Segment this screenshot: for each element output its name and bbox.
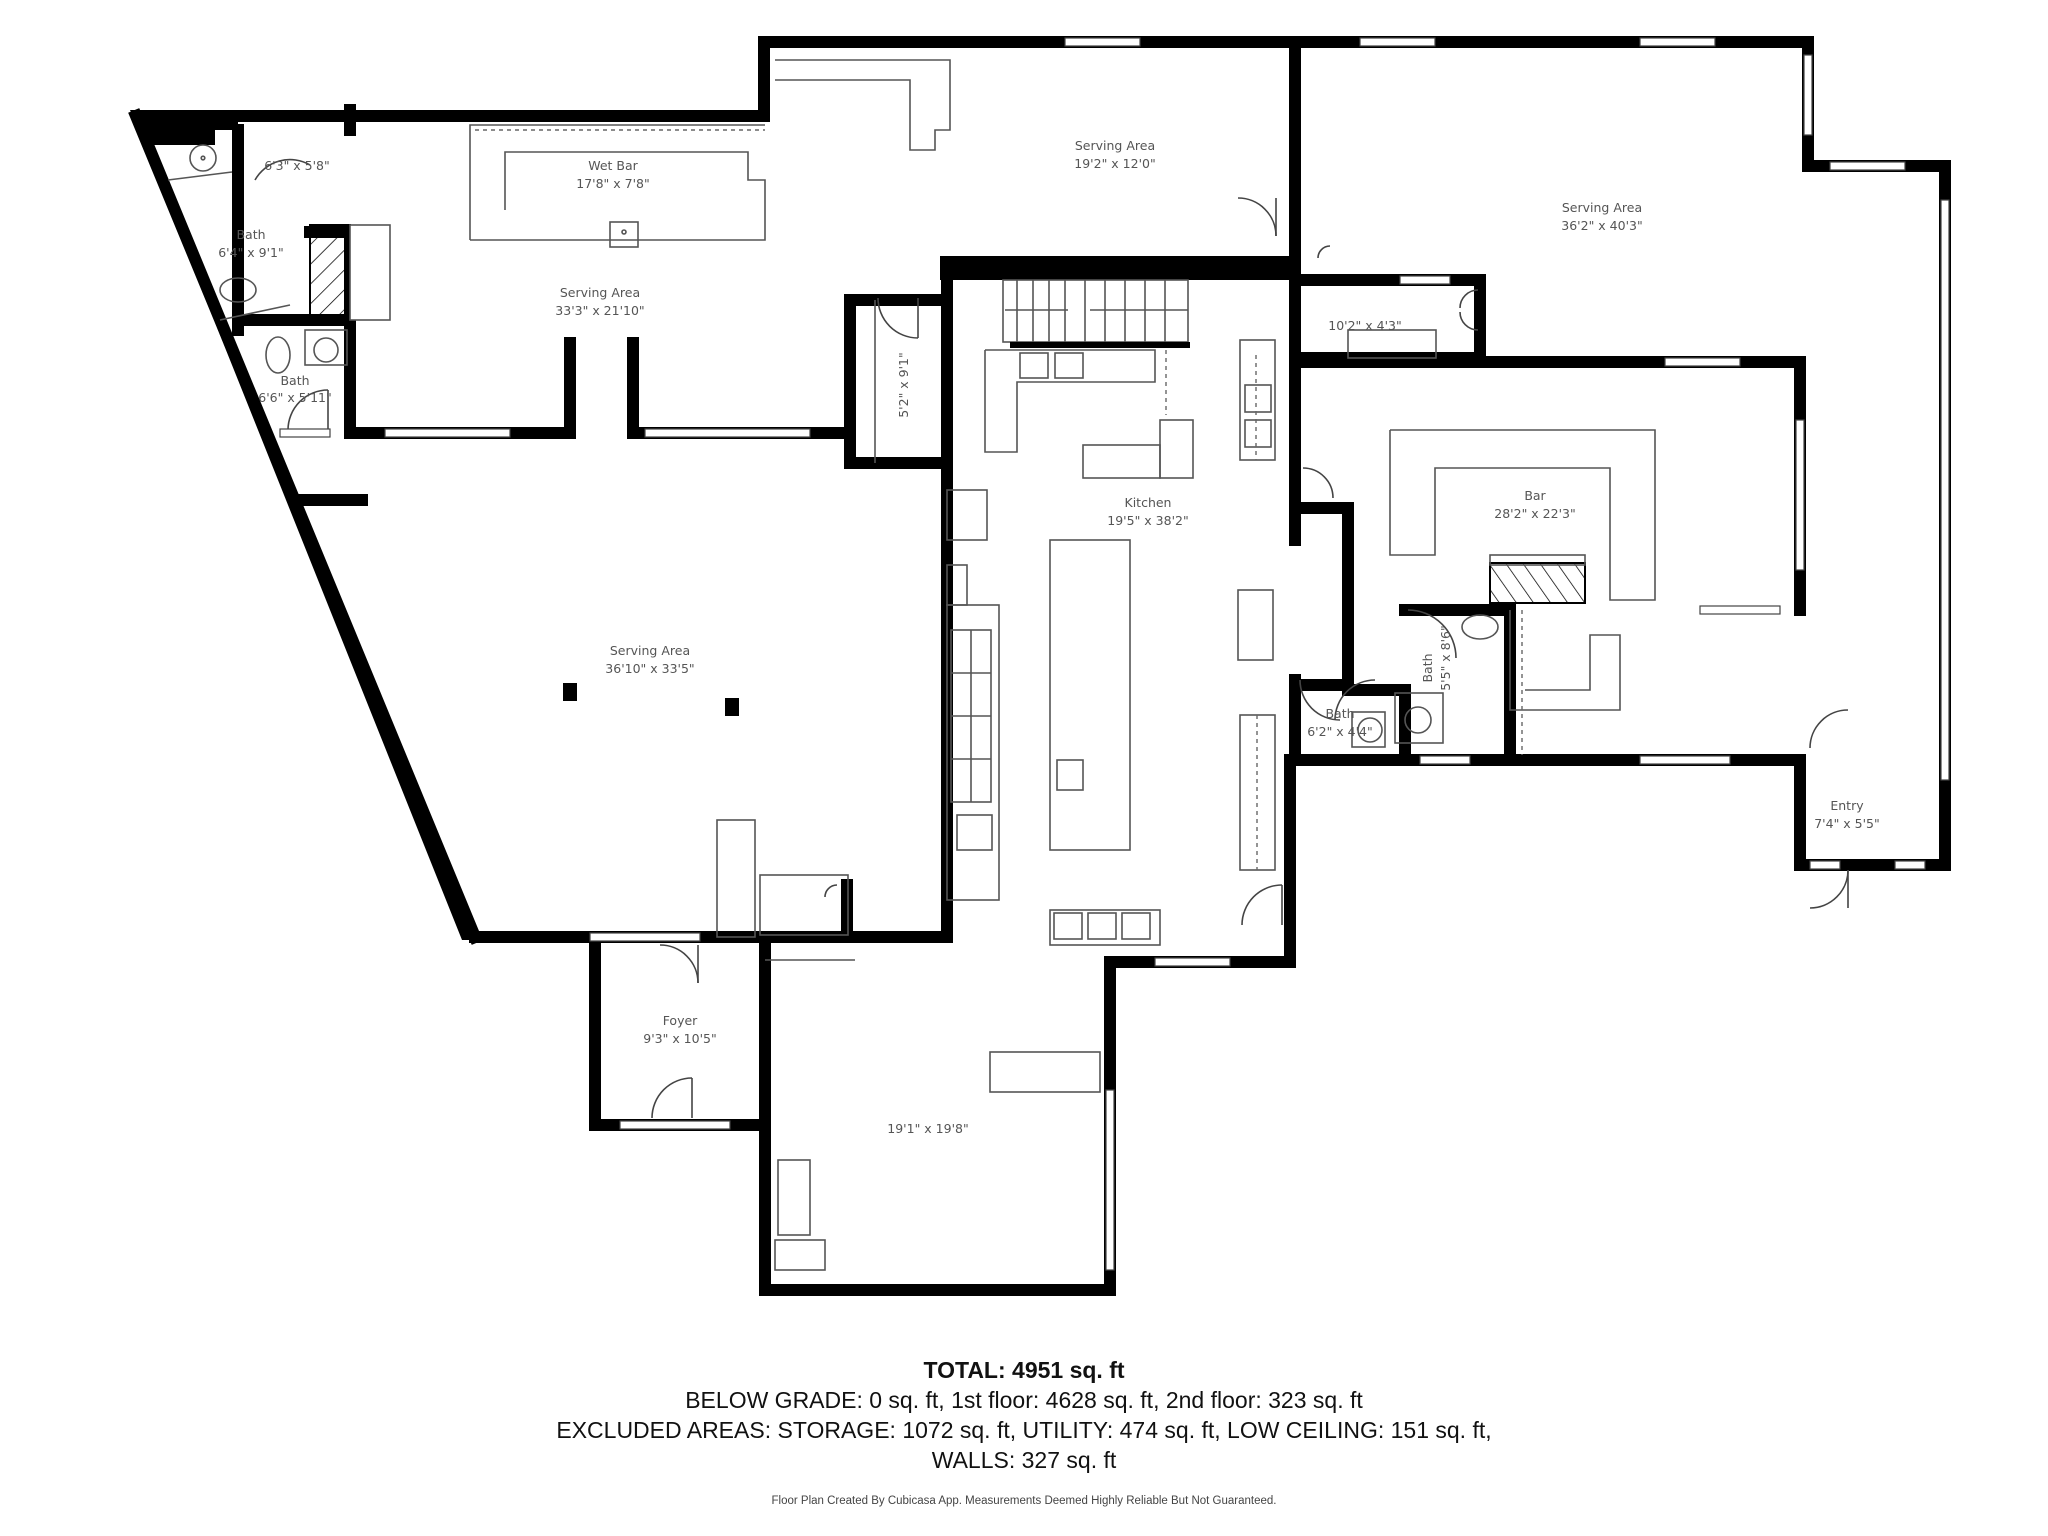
room-dimensions: 5'5" x 8'6" bbox=[1438, 625, 1453, 691]
room-entry: Entry 7'4" x 5'5" bbox=[1814, 798, 1880, 831]
door[interactable] bbox=[1237, 197, 1277, 237]
room-dimensions: 33'3" x 21'10" bbox=[555, 303, 644, 318]
room-name: Serving Area bbox=[610, 643, 690, 658]
room-bath-4: Bath 5'5" x 8'6" bbox=[1420, 625, 1453, 691]
fireplace bbox=[1489, 562, 1586, 604]
door[interactable] bbox=[659, 944, 699, 984]
fixtures bbox=[167, 59, 1656, 1271]
room-name: Bath bbox=[236, 227, 265, 242]
area-summary: TOTAL: 4951 sq. ft BELOW GRADE: 0 sq. ft… bbox=[0, 1355, 2048, 1507]
excluded-areas: EXCLUDED AREAS: STORAGE: 1072 sq. ft, UT… bbox=[556, 1417, 1492, 1443]
column bbox=[725, 698, 739, 716]
room-name: Serving Area bbox=[560, 285, 640, 300]
room-bath-3: Bath 6'2" x 4'4" bbox=[1307, 706, 1373, 739]
door[interactable] bbox=[1809, 709, 1849, 749]
room-dimensions: 17'8" x 7'8" bbox=[576, 176, 649, 191]
hearth bbox=[349, 224, 391, 321]
exterior-walls bbox=[128, 36, 1951, 1296]
room-serving-area-4: Serving Area 36'10" x 33'5" bbox=[605, 643, 694, 676]
column bbox=[563, 683, 577, 701]
room-bar: Bar 28'2" x 22'3" bbox=[1494, 488, 1575, 521]
door[interactable] bbox=[1302, 467, 1334, 499]
room-closet-2: 10'2" x 4'3" bbox=[1328, 318, 1401, 333]
floor-areas: BELOW GRADE: 0 sq. ft, 1st floor: 4628 s… bbox=[685, 1387, 1363, 1413]
room-dimensions: 36'10" x 33'5" bbox=[605, 661, 694, 676]
walls-area: WALLS: 327 sq. ft bbox=[931, 1447, 1117, 1473]
room-labels: Bath 6'4" x 9'1" 6'3" x 5'8" Bath 6'6" x… bbox=[218, 138, 1880, 1136]
room-name: Wet Bar bbox=[588, 158, 638, 173]
doors[interactable] bbox=[254, 158, 1849, 1119]
room-name: Serving Area bbox=[1562, 200, 1642, 215]
door[interactable] bbox=[651, 1077, 693, 1119]
room-name: Entry bbox=[1830, 798, 1864, 813]
room-name: Bath bbox=[1325, 706, 1354, 721]
room-closet-1: 6'3" x 5'8" bbox=[264, 158, 330, 173]
room-lower: 19'1" x 19'8" bbox=[887, 1121, 968, 1136]
door[interactable] bbox=[1299, 679, 1341, 721]
room-dimensions: 5'2" x 9'1" bbox=[896, 352, 911, 418]
door[interactable] bbox=[254, 158, 311, 181]
disclaimer: Floor Plan Created By Cubicasa App. Meas… bbox=[771, 1495, 1277, 1507]
room-bath-2: Bath 6'6" x 5'11" bbox=[258, 373, 331, 405]
room-name: Bar bbox=[1524, 488, 1546, 503]
room-dimensions: 6'4" x 9'1" bbox=[218, 245, 284, 260]
room-dimensions: 6'2" x 4'4" bbox=[1307, 724, 1373, 739]
room-name: Foyer bbox=[663, 1013, 698, 1028]
room-dimensions: 6'6" x 5'11" bbox=[258, 390, 331, 405]
door[interactable] bbox=[1809, 869, 1849, 909]
room-dimensions: 19'2" x 12'0" bbox=[1074, 156, 1155, 171]
room-serving-area-1: Serving Area 33'3" x 21'10" bbox=[555, 285, 644, 318]
room-name: Serving Area bbox=[1075, 138, 1155, 153]
room-dimensions: 6'3" x 5'8" bbox=[264, 158, 330, 173]
door[interactable] bbox=[877, 297, 919, 339]
door[interactable] bbox=[1317, 245, 1331, 259]
room-serving-area-2: Serving Area 19'2" x 12'0" bbox=[1074, 138, 1155, 171]
door[interactable] bbox=[824, 884, 838, 898]
door[interactable] bbox=[1407, 609, 1457, 659]
room-serving-area-3: Serving Area 36'2" x 40'3" bbox=[1561, 200, 1642, 233]
room-dimensions: 7'4" x 5'5" bbox=[1814, 816, 1880, 831]
room-wet-bar: Wet Bar 17'8" x 7'8" bbox=[576, 158, 649, 191]
chimney bbox=[309, 224, 351, 321]
room-bath-1: Bath 6'4" x 9'1" bbox=[218, 227, 284, 260]
door[interactable] bbox=[1459, 289, 1479, 309]
door[interactable] bbox=[1241, 884, 1283, 926]
room-name: Bath bbox=[280, 373, 309, 388]
room-dimensions: 28'2" x 22'3" bbox=[1494, 506, 1575, 521]
room-dimensions: 36'2" x 40'3" bbox=[1561, 218, 1642, 233]
room-dimensions: 19'5" x 38'2" bbox=[1107, 513, 1188, 528]
room-dimensions: 19'1" x 19'8" bbox=[887, 1121, 968, 1136]
room-storage-1: 5'2" x 9'1" bbox=[896, 352, 911, 418]
total-area: TOTAL: 4951 sq. ft bbox=[923, 1357, 1125, 1383]
room-foyer: Foyer 9'3" x 10'5" bbox=[643, 1013, 716, 1046]
room-kitchen: Kitchen 19'5" x 38'2" bbox=[1107, 495, 1188, 528]
door[interactable] bbox=[1459, 311, 1479, 331]
windows bbox=[279, 37, 1950, 1271]
room-dimensions: 9'3" x 10'5" bbox=[643, 1031, 716, 1046]
door[interactable] bbox=[1334, 679, 1376, 721]
room-name: Bath bbox=[1420, 653, 1435, 682]
room-name: Kitchen bbox=[1125, 495, 1172, 510]
room-dimensions: 10'2" x 4'3" bbox=[1328, 318, 1401, 333]
door[interactable] bbox=[287, 389, 329, 431]
range-burners bbox=[950, 629, 992, 803]
